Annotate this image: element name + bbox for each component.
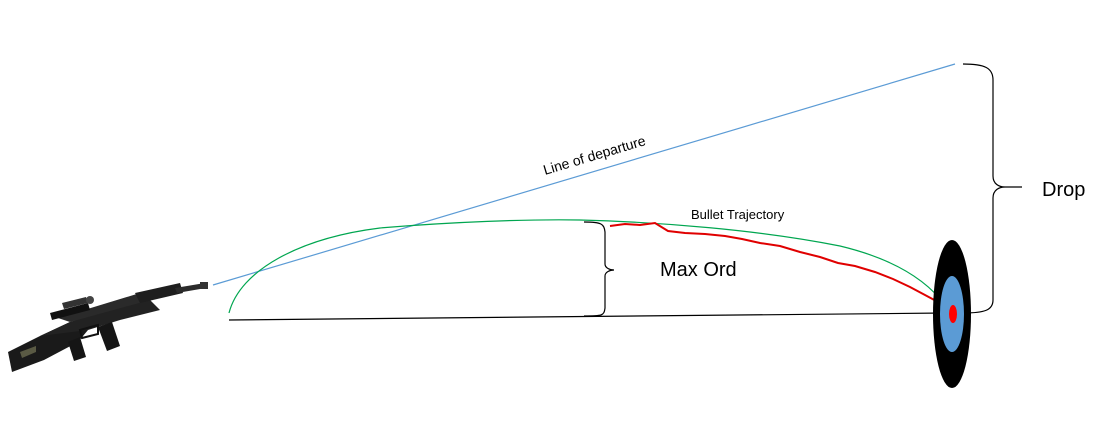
actual-trajectory-curve (609, 221, 949, 310)
rifle-icon (8, 282, 208, 372)
max-ord-label: Max Ord (660, 259, 737, 281)
line-of-departure (212, 63, 956, 286)
bullet-trajectory-label: Bullet Trajectory (691, 207, 785, 222)
drop-label: Drop (1042, 179, 1085, 201)
bullet-trajectory-curve (228, 219, 946, 314)
max-ord-brace (583, 221, 615, 317)
target-icon (933, 240, 971, 388)
drop-brace (962, 63, 1022, 314)
